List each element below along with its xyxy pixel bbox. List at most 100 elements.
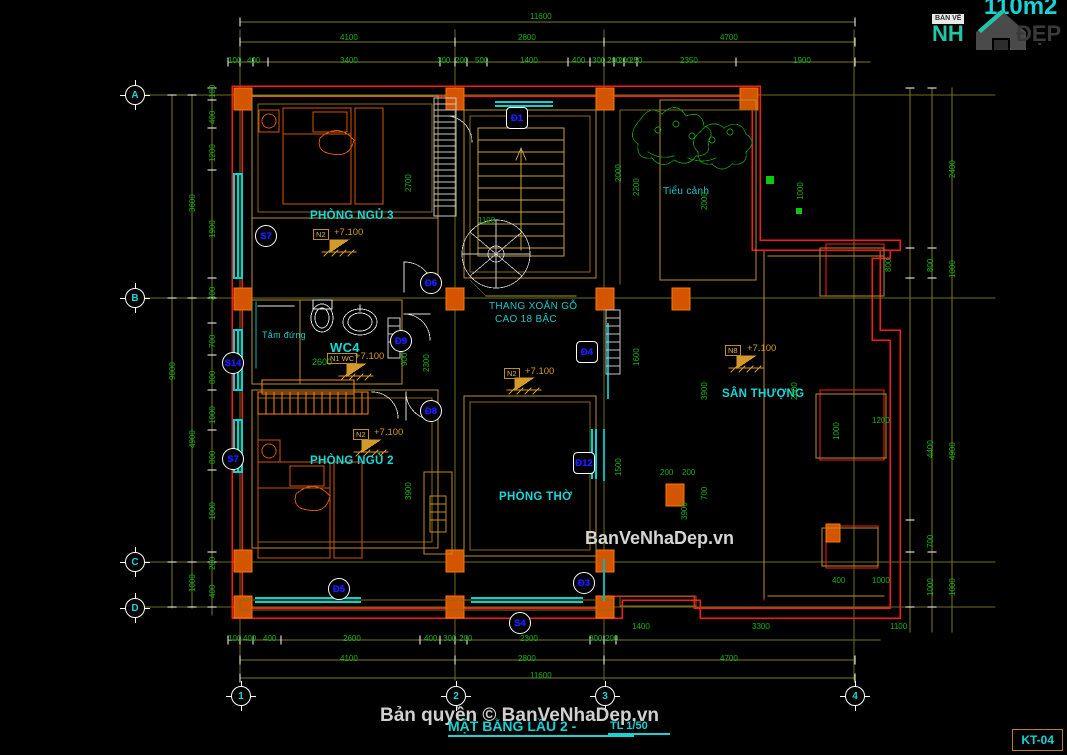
grid-axis-1[interactable]: 1 xyxy=(226,681,256,711)
window-mark-s7-bottom[interactable]: S7 xyxy=(222,448,244,470)
dim-left-inner-1000: 1000 xyxy=(208,406,217,424)
grid-axis-a[interactable]: A xyxy=(120,80,150,110)
window-mark-s7-top[interactable]: S7 xyxy=(255,225,277,247)
grid-axis-label: 1 xyxy=(238,690,244,702)
dim-bottom-mid-4100: 4100 xyxy=(340,654,358,663)
mark-label: Đ5 xyxy=(332,583,346,595)
dim-bottom-total: 11600 xyxy=(530,671,552,680)
door-mark-d9[interactable]: Đ9 xyxy=(390,330,412,352)
elevation-value-terrace: +7.100 xyxy=(747,343,777,354)
window-mark-s4[interactable]: S4 xyxy=(509,612,531,634)
dim-top-inner-1400: 1400 xyxy=(520,56,538,65)
grid-axis-label: D xyxy=(131,602,139,614)
dim-bottom-mid-4700: 4700 xyxy=(720,654,738,663)
dim-right-4900: 4900 xyxy=(948,442,957,460)
dim-bottom-inner-200: 200 xyxy=(459,634,473,643)
grid-axis-4[interactable]: 4 xyxy=(840,681,870,711)
dim-bottom-inner-1400: 1400 xyxy=(632,622,650,631)
mark-label: Đ12 xyxy=(575,457,593,469)
dim-left-inner-700: 700 xyxy=(208,334,217,348)
door-mark-d6[interactable]: Đ6 xyxy=(420,272,442,294)
dim-bottom-inner-2300: 2300 xyxy=(520,634,538,643)
dim-left-inner-100: 100 xyxy=(208,84,217,98)
dim-misc-2000b: 2000 xyxy=(700,192,709,210)
dim-bottom-inner-100: 100 xyxy=(228,634,242,643)
elevation-tag-n8-terrace: N8 xyxy=(725,345,741,356)
dim-bottom-3300: 3300 xyxy=(752,622,770,631)
dim-left-inner-1000b: 1000 xyxy=(208,502,217,520)
mark-label: S7 xyxy=(260,230,272,242)
dim-misc-900: 900 xyxy=(400,352,409,366)
room-label-worship: PHÒNG THỜ xyxy=(499,491,573,503)
dim-top-total: 11600 xyxy=(530,12,552,21)
dim-misc-1100: 1100 xyxy=(478,216,496,225)
grid-axis-d[interactable]: D xyxy=(120,593,150,623)
dim-right-1000b: 1000 xyxy=(948,578,957,596)
title-underline xyxy=(448,735,634,737)
mark-label: S7 xyxy=(227,453,239,465)
elevation-tag-n2-bedroom2: N2 xyxy=(353,429,369,440)
watermark-center: BanVeNhaDep.vn xyxy=(585,528,735,548)
dim-misc-200a: 200 xyxy=(660,468,674,477)
dim-bottom-inner-400c: 400 xyxy=(424,634,438,643)
elevation-tag-n2-worship: N2 xyxy=(504,368,520,379)
dim-left-total: 9800 xyxy=(168,362,177,380)
note-dim-2600: 2600 xyxy=(312,357,333,367)
dim-top-inner-100: 100 xyxy=(228,56,242,65)
watermark-bottom: Bản quyền © BanVeNhaDep.vn xyxy=(380,705,660,726)
room-label-bedroom-3: PHÒNG NGỦ 3 xyxy=(310,210,394,222)
mark-label: Đ6 xyxy=(424,277,438,289)
elevation-value-wc4: +7.100 xyxy=(355,351,385,362)
dim-misc-1000b: 1200 xyxy=(872,416,890,425)
grid-axis-label: 3 xyxy=(602,690,608,702)
door-mark-d12[interactable]: Đ12 xyxy=(573,452,595,474)
sheet-number: KT-04 xyxy=(1012,729,1063,751)
grid-axis-label: B xyxy=(131,292,139,304)
dim-top-inner-200c: 200 xyxy=(618,56,632,65)
dim-top-inner-1900: 1900 xyxy=(793,56,811,65)
elevation-value-worship: +7.100 xyxy=(525,366,555,377)
door-mark-d5[interactable]: Đ5 xyxy=(328,578,350,600)
logo-brand-main: NH xyxy=(932,21,964,46)
dim-left-mid-1: 3600 xyxy=(188,194,197,212)
dim-bottom-inner-2600: 2600 xyxy=(343,634,361,643)
dim-misc-1000: 1000 xyxy=(872,576,890,585)
dim-left-inner-1900: 1900 xyxy=(208,220,217,238)
dim-top-inner-2350: 2350 xyxy=(680,56,698,65)
elevation-value-bedroom3: +7.100 xyxy=(334,227,364,238)
grid-axis-3[interactable]: 3 xyxy=(590,681,620,711)
dim-left-inner-800b: 800 xyxy=(208,450,217,464)
dim-bottom-inner-200b: 200 xyxy=(605,634,619,643)
dim-top-inner-400b: 400 xyxy=(572,56,586,65)
dim-misc-2300: 2300 xyxy=(422,354,431,372)
door-mark-d4[interactable]: Đ4 xyxy=(576,341,598,363)
dim-misc-2700: 2700 xyxy=(404,174,413,192)
dim-top-inner-3400: 3400 xyxy=(340,56,358,65)
drawing-scale: TL 1/50 xyxy=(610,720,648,732)
dim-top-inner-200b: 200 xyxy=(607,56,621,65)
grid-axis-2[interactable]: 2 xyxy=(441,681,471,711)
dim-misc-2000: 2000 xyxy=(614,164,623,182)
dim-right-1000: 1000 xyxy=(948,260,957,278)
dim-top-inner-250: 250 xyxy=(629,56,643,65)
door-mark-d8[interactable]: Đ8 xyxy=(420,400,442,422)
grid-axis-c[interactable]: C xyxy=(120,547,150,577)
mark-label: S4 xyxy=(514,617,526,629)
room-label-bedroom-2: PHÒNG NGỦ 2 xyxy=(310,455,394,467)
dim-misc-1000c: 1000 xyxy=(832,422,841,440)
grid-axis-b[interactable]: B xyxy=(120,283,150,313)
brand-logo[interactable]: 110m2 BẢN VẼ NH ĐẸP xyxy=(932,0,1067,50)
dim-bottom-inner-400: 400 xyxy=(243,634,257,643)
elevation-tag-n2-bedroom3: N2 xyxy=(313,229,329,240)
dim-misc-3900: 3900 xyxy=(404,482,413,500)
mark-label: Đ1 xyxy=(510,112,524,124)
dim-misc-3900c: 1000 xyxy=(796,182,805,200)
door-mark-d3[interactable]: Đ3 xyxy=(573,572,595,594)
window-mark-s14[interactable]: S14 xyxy=(222,352,244,374)
dim-right-2400: 2400 xyxy=(948,160,957,178)
dim-left-inner-800: 800 xyxy=(208,370,217,384)
dim-misc-1500: 1500 xyxy=(614,458,623,476)
door-mark-d1[interactable]: Đ1 xyxy=(506,107,528,129)
dim-bottom-inner-300b: 300 xyxy=(589,634,603,643)
